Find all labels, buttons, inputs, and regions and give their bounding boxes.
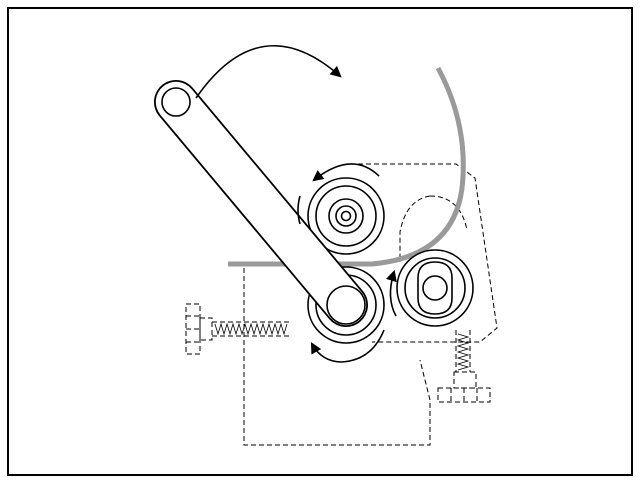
left-adjuster-screw-icon [185,303,292,355]
bent-stock-icon [228,66,466,267]
phantom-frame-outline [243,163,498,446]
upper-roller-icon [307,177,385,255]
rotation-arrow-icon [195,44,397,363]
right-roller-icon [396,249,474,327]
bottom-adjuster-screw-icon [437,330,491,403]
crank-handle-icon [154,80,368,327]
frame-border [7,7,633,476]
